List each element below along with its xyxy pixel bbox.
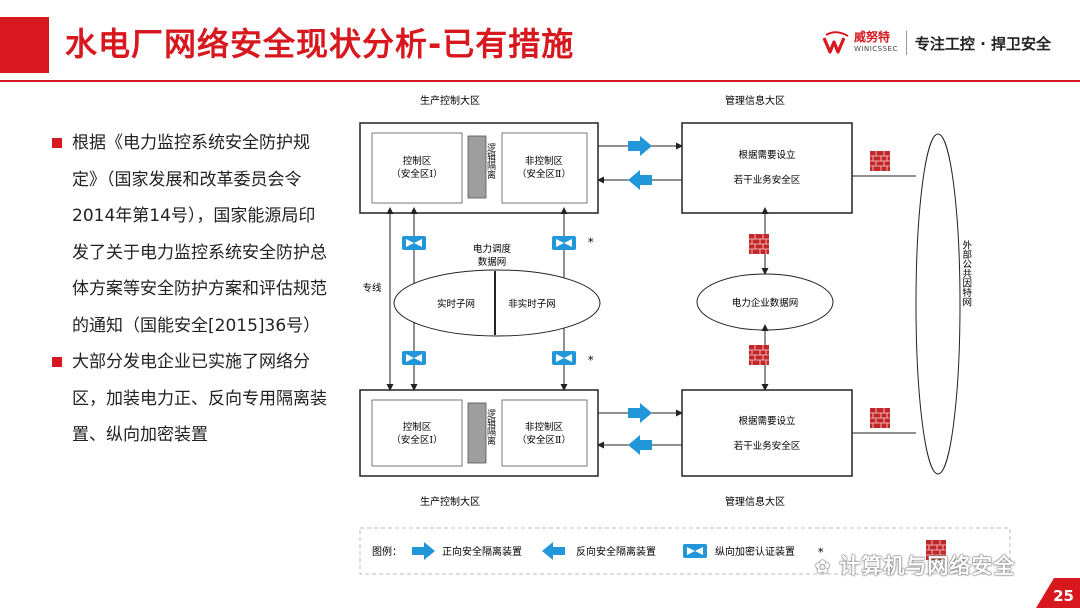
bullet-item: 根据《电力监控系统安全防护规定》（国家发展和改革委员会令2014年第14号），国… <box>52 125 327 344</box>
dispatch-net-label-1: 电力调度 <box>473 243 512 255</box>
logic-isolation-bottom <box>467 402 487 464</box>
slide-title: 水电厂网络安全现状分析-已有措施 <box>65 25 575 63</box>
noncontrol-zone-top-label: 非控制区 <box>525 155 564 167</box>
encryption-device-icon <box>552 236 576 250</box>
wechat-icon: ✿ <box>815 557 832 578</box>
watermark: ✿ 计算机与网络安全 <box>815 550 1015 580</box>
legend-encryption-icon <box>683 544 707 558</box>
page-number: 25 <box>1053 587 1074 605</box>
mgmt-box-top-line2: 若干业务安全区 <box>734 174 801 186</box>
bullet-text: 根据《电力监控系统安全防护规定》（国家发展和改革委员会令2014年第14号），国… <box>72 133 327 336</box>
forward-isolation-icon <box>628 403 652 423</box>
brand-mark-icon <box>822 31 849 54</box>
bullet-square-icon <box>52 138 62 148</box>
mgmt-zone-bottom-box <box>681 389 853 477</box>
legend-star: * <box>818 546 824 559</box>
network-architecture-diagram: 生产控制大区 管理信息大区 控制区 （安全区Ⅰ） 逻辑隔离 非控制区 （安全区Ⅱ… <box>340 88 1060 588</box>
legend-reverse-icon <box>542 542 565 560</box>
mgmt-box-bottom-line1: 根据需要设立 <box>738 415 795 427</box>
external-internet <box>915 133 961 475</box>
mgmt-zone-bottom-label: 管理信息大区 <box>725 495 785 508</box>
firewall-icon <box>748 344 770 366</box>
dispatch-data-network <box>393 269 601 337</box>
noncontrol-zone-bottom-sublabel: （安全区Ⅱ） <box>517 434 571 446</box>
realtime-subnet-label: 实时子网 <box>437 298 475 310</box>
firewall-icon <box>869 150 891 172</box>
legend-forward-label: 正向安全隔离装置 <box>442 545 522 558</box>
control-zone-top <box>371 132 463 204</box>
nonrealtime-subnet-label: 非实时子网 <box>508 298 556 310</box>
star-marker: * <box>588 236 594 249</box>
brand-name: 威努特 <box>854 30 891 44</box>
encryption-device-icon <box>402 236 426 250</box>
watermark-text: 计算机与网络安全 <box>839 554 1016 578</box>
dedicated-line-label: 专线 <box>362 282 382 294</box>
encryption-device-icon <box>402 351 426 365</box>
mgmt-box-top-line1: 根据需要设立 <box>738 149 795 161</box>
control-zone-bottom-sublabel: （安全区Ⅰ） <box>391 434 442 446</box>
firewall-icon <box>748 233 770 255</box>
logo-divider <box>905 31 907 55</box>
reverse-isolation-icon <box>628 170 652 190</box>
diagram-canvas: 生产控制大区 管理信息大区 控制区 （安全区Ⅰ） 逻辑隔离 非控制区 （安全区Ⅱ… <box>359 94 1011 575</box>
legend-reverse-label: 反向安全隔离装置 <box>576 545 656 558</box>
firewall-icon <box>869 407 891 429</box>
forward-isolation-icon <box>628 136 652 156</box>
title-accent-block <box>0 17 49 73</box>
mgmt-zone-top-label: 管理信息大区 <box>725 94 785 107</box>
brand-slogan: 专注工控 · 捍卫安全 <box>914 34 1052 53</box>
control-zone-bottom <box>371 399 463 467</box>
mgmt-box-bottom-line2: 若干业务安全区 <box>734 440 801 452</box>
star-marker: * <box>588 354 594 367</box>
control-zone-bottom-label: 控制区 <box>403 421 432 433</box>
noncontrol-zone-bottom-label: 非控制区 <box>525 421 564 433</box>
control-zone-top-sublabel: （安全区Ⅰ） <box>391 168 442 180</box>
noncontrol-zone-top <box>501 132 588 204</box>
prod-zone-bottom-label: 生产控制大区 <box>420 495 480 508</box>
prod-zone-top-label: 生产控制大区 <box>420 94 480 107</box>
brand-name-en: WINICSSEC <box>854 45 898 53</box>
bullet-list: 根据《电力监控系统安全防护规定》（国家发展和改革委员会令2014年第14号），国… <box>52 125 327 454</box>
reverse-isolation-icon <box>628 435 652 455</box>
noncontrol-zone-bottom <box>501 399 588 467</box>
brand-logo: 威努特 WINICSSEC 专注工控 · 捍卫安全 <box>822 30 1051 56</box>
bullet-text: 大部分发电企业已实施了网络分区，加装电力正、反向专用隔离装置、纵向加密装置 <box>72 352 327 445</box>
logic-isolation-top <box>467 135 487 199</box>
legend-label: 图例： <box>372 545 402 558</box>
legend-forward-icon <box>412 542 435 560</box>
enterprise-net-label: 电力企业数据网 <box>732 297 799 309</box>
mgmt-zone-top-box <box>681 122 853 214</box>
encryption-device-icon <box>552 351 576 365</box>
dispatch-net-label-2: 数据网 <box>478 256 507 268</box>
legend-encryption-label: 纵向加密认证装置 <box>715 545 795 558</box>
bullet-item: 大部分发电企业已实施了网络分区，加装电力正、反向专用隔离装置、纵向加密装置 <box>52 344 327 454</box>
header-rule <box>0 80 1080 82</box>
control-zone-top-label: 控制区 <box>403 155 432 167</box>
noncontrol-zone-top-sublabel: （安全区Ⅱ） <box>517 168 571 180</box>
page-number-corner <box>1036 578 1080 608</box>
header: 水电厂网络安全现状分析-已有措施 威努特 WINICSSEC 专注工控 · 捍卫… <box>0 0 1080 78</box>
bullet-square-icon <box>52 357 62 367</box>
